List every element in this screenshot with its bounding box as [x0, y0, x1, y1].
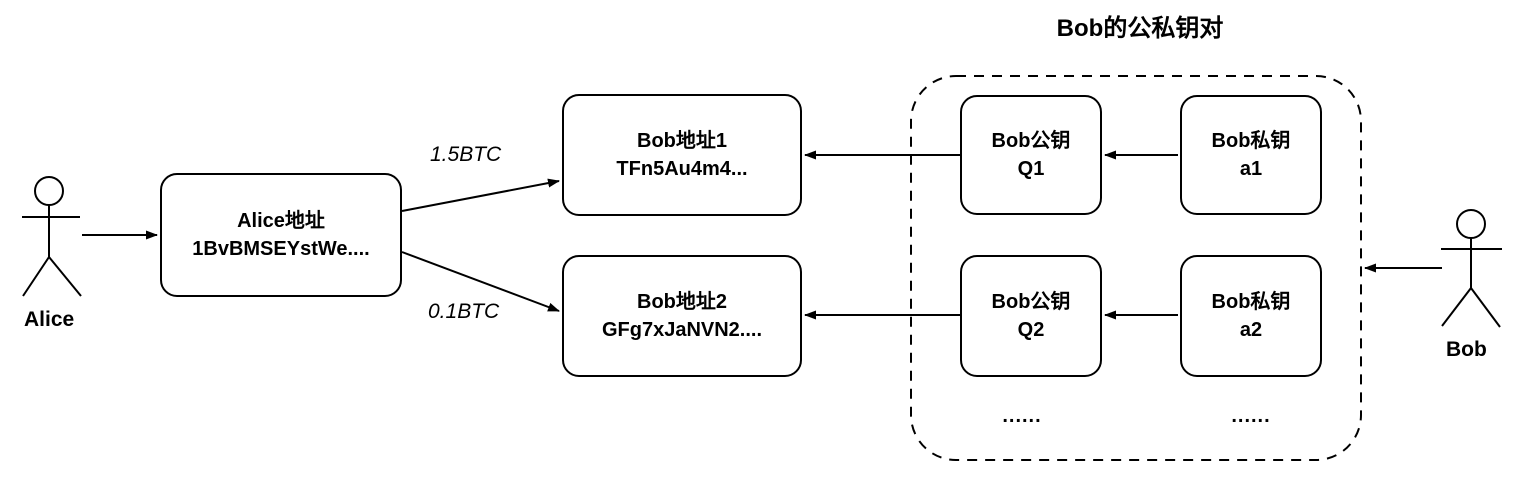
node-bob-privkey-a2: Bob私钥 a2 [1180, 255, 1322, 377]
node-bob-pubkey-q2-title: Bob公钥 [991, 291, 1071, 313]
node-bob-privkey-a1-value: a1 [1239, 158, 1263, 180]
node-bob-address-2-title: Bob地址2 [637, 291, 727, 313]
node-bob-privkey-a1-title: Bob私钥 [1211, 130, 1291, 152]
node-bob-pubkey-q2-value: Q2 [1017, 319, 1045, 341]
node-alice-address-title: Alice地址 [237, 210, 325, 232]
node-bob-pubkey-q1: Bob公钥 Q1 [960, 95, 1102, 215]
privkeys-ellipsis: ...... [1231, 405, 1271, 427]
pubkeys-ellipsis: ...... [1002, 405, 1042, 427]
node-alice-address-value: 1BvBMSEYstWe.... [192, 238, 370, 260]
bob-actor-label: Bob [1446, 338, 1487, 361]
edge-label-1-5btc: 1.5BTC [430, 143, 502, 166]
edge-label-0-1btc: 0.1BTC [428, 300, 500, 323]
node-bob-address-2-value: GFg7xJaNVN2.... [601, 319, 763, 341]
node-alice-address: Alice地址 1BvBMSEYstWe.... [160, 173, 402, 297]
node-bob-address-1: Bob地址1 TFn5Au4m4... [562, 94, 802, 216]
node-bob-privkey-a2-title: Bob私钥 [1211, 291, 1291, 313]
node-bob-address-1-value: TFn5Au4m4... [616, 158, 748, 180]
node-bob-address-2: Bob地址2 GFg7xJaNVN2.... [562, 255, 802, 377]
node-bob-pubkey-q1-value: Q1 [1017, 158, 1045, 180]
bob-stick-figure-icon [1441, 209, 1502, 328]
keypair-group-title: Bob的公私钥对 [1056, 15, 1224, 42]
node-bob-privkey-a2-value: a2 [1239, 319, 1263, 341]
node-bob-pubkey-q1-title: Bob公钥 [991, 130, 1071, 152]
alice-stick-figure-icon [22, 176, 82, 297]
node-bob-address-1-title: Bob地址1 [637, 130, 727, 152]
node-bob-pubkey-q2: Bob公钥 Q2 [960, 255, 1102, 377]
edge-alice-address-to-bob-address-1 [401, 178, 560, 212]
node-bob-privkey-a1: Bob私钥 a1 [1180, 95, 1322, 215]
alice-actor-label: Alice [24, 308, 75, 331]
